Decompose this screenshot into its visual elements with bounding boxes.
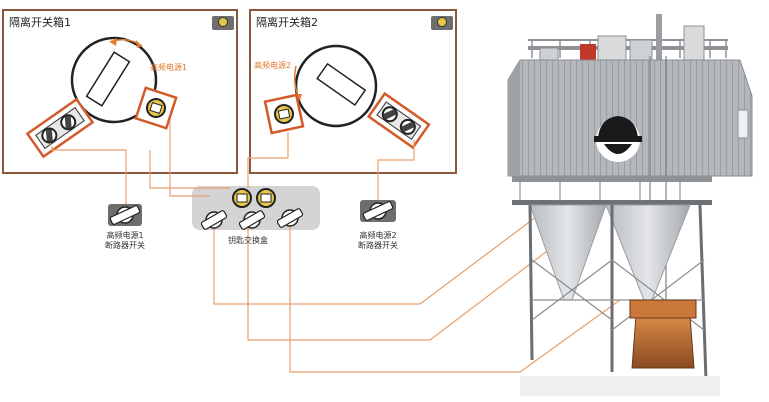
lock-icon bbox=[238, 210, 266, 230]
breaker-1-label-line1: 高频电源1 bbox=[106, 231, 144, 240]
breaker-1-label: 高频电源1 断路器开关 bbox=[104, 231, 146, 251]
switch-blade-1 bbox=[85, 51, 131, 107]
lock-icon bbox=[276, 208, 304, 228]
key-exchange-box-contents bbox=[200, 188, 304, 230]
switch-blade-2 bbox=[316, 62, 367, 107]
lock-icon bbox=[263, 93, 305, 135]
helmet-icon bbox=[594, 116, 642, 162]
breaker-1-label-line2: 断路器开关 bbox=[105, 241, 145, 250]
isolation-switch-box-2-panel: 隔离开关箱2 bbox=[249, 9, 457, 174]
key-icon bbox=[212, 16, 234, 30]
hf-power-2-label: 高频电源2 bbox=[254, 61, 292, 70]
panel-2-title: 隔离开关箱2 bbox=[256, 16, 318, 29]
key-icon bbox=[431, 16, 453, 30]
panel-1-title: 隔离开关箱1 bbox=[9, 16, 71, 29]
breaker-2-label: 高频电源2 断路器开关 bbox=[357, 231, 399, 251]
lock-icon bbox=[25, 97, 95, 159]
precipitator-equipment bbox=[507, 14, 753, 396]
key-route-lines bbox=[51, 120, 621, 373]
hf-power-1-label: 高频电源1 bbox=[150, 63, 188, 72]
breaker-switch-1 bbox=[108, 204, 142, 226]
breaker-2-label-line2: 断路器开关 bbox=[358, 241, 398, 250]
lock-icon bbox=[200, 210, 228, 230]
key-exchange-box-label: 钥匙交换盒 bbox=[228, 236, 268, 245]
breaker-2-label-line1: 高频电源2 bbox=[359, 231, 397, 240]
lock-icon bbox=[134, 86, 178, 130]
breaker-switch-2 bbox=[360, 200, 396, 222]
panel-2-mechanism bbox=[263, 44, 431, 150]
panel-1-mechanism bbox=[25, 36, 178, 159]
lock-icon bbox=[366, 91, 431, 150]
